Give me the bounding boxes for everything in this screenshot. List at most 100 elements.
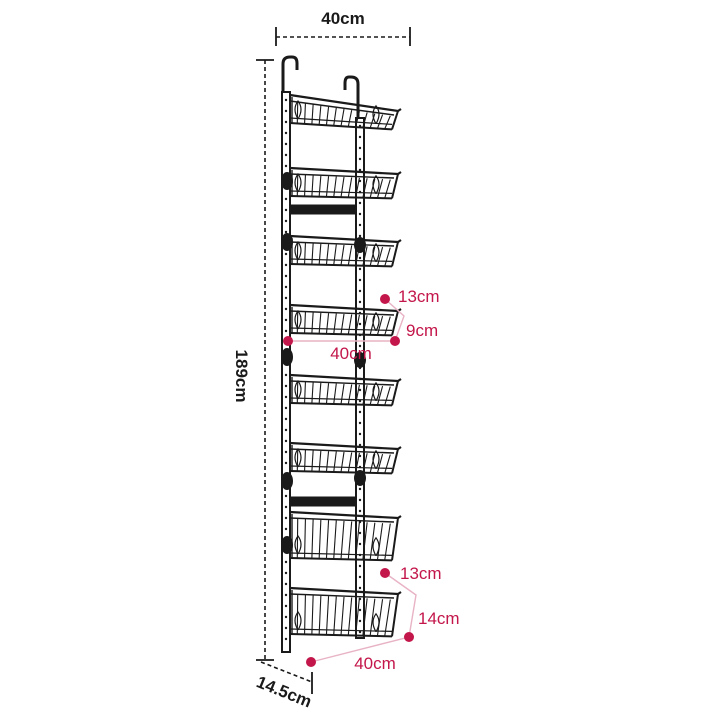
basket-wire [318, 105, 322, 125]
small-basket-measure-line [288, 298, 405, 342]
basket-wire [311, 450, 314, 472]
upright-hole [284, 263, 288, 267]
basket-hanger-loop [372, 536, 380, 557]
basket-wire [362, 315, 368, 335]
basket-wire [369, 598, 376, 636]
basket-top-rim [289, 234, 402, 244]
basket-wire [333, 107, 337, 126]
small-basket-depth-label: 13cm [398, 287, 440, 306]
basket-wire [347, 452, 353, 473]
basket-wire [311, 104, 314, 125]
small-basket-width-label: 40cm [330, 344, 372, 363]
basket-wire [362, 522, 368, 560]
upright-hole [284, 164, 288, 168]
upright-hole [284, 428, 288, 432]
overall-height-label: 189cm [232, 350, 251, 403]
upright-hole [284, 373, 288, 377]
basket-top-rim [289, 373, 402, 383]
left-upright [281, 91, 291, 653]
upright-hole [358, 410, 362, 414]
basket-back-rim [289, 517, 395, 523]
basket-wire [304, 311, 306, 334]
upright-hole [358, 223, 362, 227]
basket-wire [347, 521, 353, 560]
upright-hole [358, 619, 362, 623]
left-door-hook [281, 55, 299, 92]
overall-height-dimension: 189cm [232, 59, 274, 661]
upright-clips [281, 172, 366, 554]
upright-hole [284, 384, 288, 388]
upright-hole [358, 421, 362, 425]
measure-dot [380, 568, 390, 578]
basket-wire [340, 244, 345, 266]
upright-clip [281, 472, 293, 490]
upright-hole [358, 575, 362, 579]
basket-end-frame [391, 448, 399, 474]
basket-wire [347, 110, 353, 127]
upright-hole [358, 234, 362, 238]
upright-hole [284, 274, 288, 278]
upright-hole [358, 542, 362, 546]
basket-wire [355, 597, 360, 636]
upright-hole [358, 531, 362, 535]
basket-wire [384, 316, 391, 336]
basket-back-rim [289, 593, 395, 599]
basket-back-rim [289, 100, 395, 116]
large-basket-measure-line [310, 572, 417, 663]
upright-hole [284, 527, 288, 531]
basket-wire [376, 315, 384, 336]
basket-wire [304, 449, 306, 472]
basket-wire [340, 451, 345, 473]
small-basket [289, 166, 402, 200]
basket-wire [384, 523, 391, 561]
basket-wire [318, 519, 322, 559]
upright-hole [358, 432, 362, 436]
upright-clip [354, 352, 366, 368]
upright-hole [358, 135, 362, 139]
basket-wire [384, 179, 391, 199]
upright-hole [358, 212, 362, 216]
basket-wire [333, 520, 337, 560]
basket-wire [362, 246, 368, 266]
basket-wire [369, 522, 376, 560]
basket-hanger-loop [372, 242, 380, 263]
small-basket-height-label: 9cm [406, 321, 438, 340]
basket-wire [376, 246, 384, 267]
small-basket-annotation: 13cm 9cm 40cm [283, 287, 440, 363]
basket-wire [325, 383, 330, 404]
basket-end-frame [391, 517, 399, 561]
large-basket [289, 510, 402, 562]
basket-hanger-loop [372, 381, 380, 402]
basket-wire [311, 243, 314, 265]
upright-hole [358, 498, 362, 502]
upright-hole [358, 201, 362, 205]
small-basket [289, 303, 402, 337]
upright-hole [284, 395, 288, 399]
upright-hole [284, 582, 288, 586]
upright-hole [358, 168, 362, 172]
basket-wire [369, 246, 376, 267]
basket-wire [325, 596, 330, 635]
upright-hole [284, 560, 288, 564]
measure-dot [306, 657, 316, 667]
upright-hole [358, 146, 362, 150]
upright-hole [284, 505, 288, 509]
upright-hole [284, 230, 288, 234]
upright-hole [284, 593, 288, 597]
upright-hole [284, 329, 288, 333]
small-basket [289, 234, 402, 268]
basket-hanger-loop [372, 104, 380, 125]
basket-wire [369, 178, 376, 199]
basket-wire [340, 383, 345, 405]
upright-hole [284, 296, 288, 300]
basket-wire [333, 313, 337, 335]
basket-wire [340, 520, 345, 560]
upright-hole [284, 406, 288, 410]
basket-wire [362, 112, 368, 128]
basket-hanger-loop [294, 99, 302, 120]
upright-hole [284, 153, 288, 157]
basket-wire [369, 315, 376, 336]
basket-end-frame [391, 593, 399, 637]
basket-wire [333, 383, 337, 405]
